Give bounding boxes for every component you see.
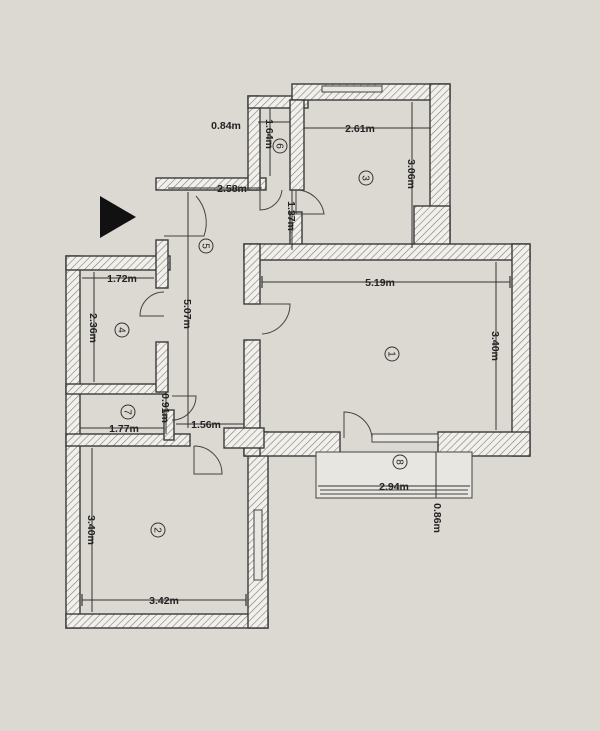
svg-text:3: 3	[360, 175, 371, 181]
wall-room6-right	[289, 99, 305, 191]
wall-room4-right-upper	[155, 239, 169, 289]
wall-hall-top	[155, 177, 267, 191]
dim-room1-height: 3.40m	[489, 331, 501, 361]
room-label-5: 5	[198, 238, 214, 254]
dim-room3-door: 1.37m	[285, 201, 297, 231]
dim-room1-width: 5.19m	[365, 277, 395, 289]
dim-hall-length: 5.07m	[181, 299, 193, 329]
window-room1-bottom	[371, 433, 439, 443]
dim-hall-width: 2.58m	[217, 183, 247, 195]
svg-text:7: 7	[122, 409, 133, 415]
svg-text:4: 4	[116, 327, 127, 333]
wall-room1-top	[243, 243, 531, 261]
wall-room1-left-lower	[243, 339, 261, 457]
dimension-labels: 5.19m 3.40m 3.42m 3.40m 2.61m 3.06m 1.72…	[85, 119, 501, 607]
wall-room6-left	[247, 95, 261, 191]
wall-room7-right	[163, 409, 175, 441]
doors	[139, 189, 373, 475]
entrance-arrow-icon	[100, 196, 136, 238]
dim-balcony-width: 2.94m	[379, 481, 409, 493]
door-entrance	[164, 195, 207, 237]
door-room7	[171, 395, 197, 421]
room-label-1: 1	[384, 346, 400, 362]
room-label-7: 7	[120, 404, 136, 420]
dim-room3-height: 3.06m	[405, 159, 417, 189]
room-label-3: 3	[358, 170, 374, 186]
dim-room7-width: 1.77m	[109, 423, 139, 435]
wall-passage	[223, 427, 265, 449]
walls	[65, 83, 531, 629]
wall-bottom	[65, 613, 269, 629]
room-label-4: 4	[114, 322, 130, 338]
door-room3	[295, 189, 325, 215]
door-room6	[259, 189, 283, 211]
dim-room4-width: 1.72m	[107, 273, 137, 285]
dim-room3-width: 2.61m	[345, 123, 375, 135]
room-label-8: 8	[392, 454, 408, 470]
window-room2-right	[253, 509, 263, 581]
dim-room2-height: 3.40m	[85, 515, 97, 545]
room-numbers: 1 2 3 4 5 6 7 8	[114, 138, 408, 538]
dim-room4-height: 2.36m	[87, 313, 99, 343]
dim-passage-width: 1.56m	[191, 419, 221, 431]
dimension-lines	[80, 102, 511, 612]
door-room1	[260, 303, 291, 335]
dim-room6-height: 1.64m	[263, 119, 275, 149]
svg-text:8: 8	[394, 459, 405, 465]
wall-room1-left-upper	[243, 243, 261, 305]
wall-room1-right	[511, 243, 531, 457]
dim-room7-height: 0.91m	[159, 393, 171, 423]
dim-balcony-depth: 0.86m	[431, 503, 443, 533]
wall-room7-bottom	[65, 433, 191, 447]
svg-text:5: 5	[200, 243, 211, 249]
room-label-2: 2	[150, 522, 166, 538]
dim-room2-width: 3.42m	[149, 595, 179, 607]
windows	[253, 85, 473, 581]
svg-text:1: 1	[386, 351, 397, 357]
door-room2	[193, 445, 223, 475]
window-room3-top	[321, 85, 383, 93]
wall-room3-bottom-right	[413, 205, 451, 251]
svg-text:2: 2	[152, 527, 163, 533]
dim-room6-width: 0.84m	[211, 120, 241, 132]
svg-text:6: 6	[274, 143, 285, 149]
door-room4	[139, 291, 165, 317]
wall-room4-top	[65, 255, 171, 271]
wall-room4-bottom	[65, 383, 167, 395]
wall-room4-right-lower	[155, 341, 169, 393]
room-label-6: 6	[272, 138, 288, 154]
door-balcony	[343, 411, 373, 439]
